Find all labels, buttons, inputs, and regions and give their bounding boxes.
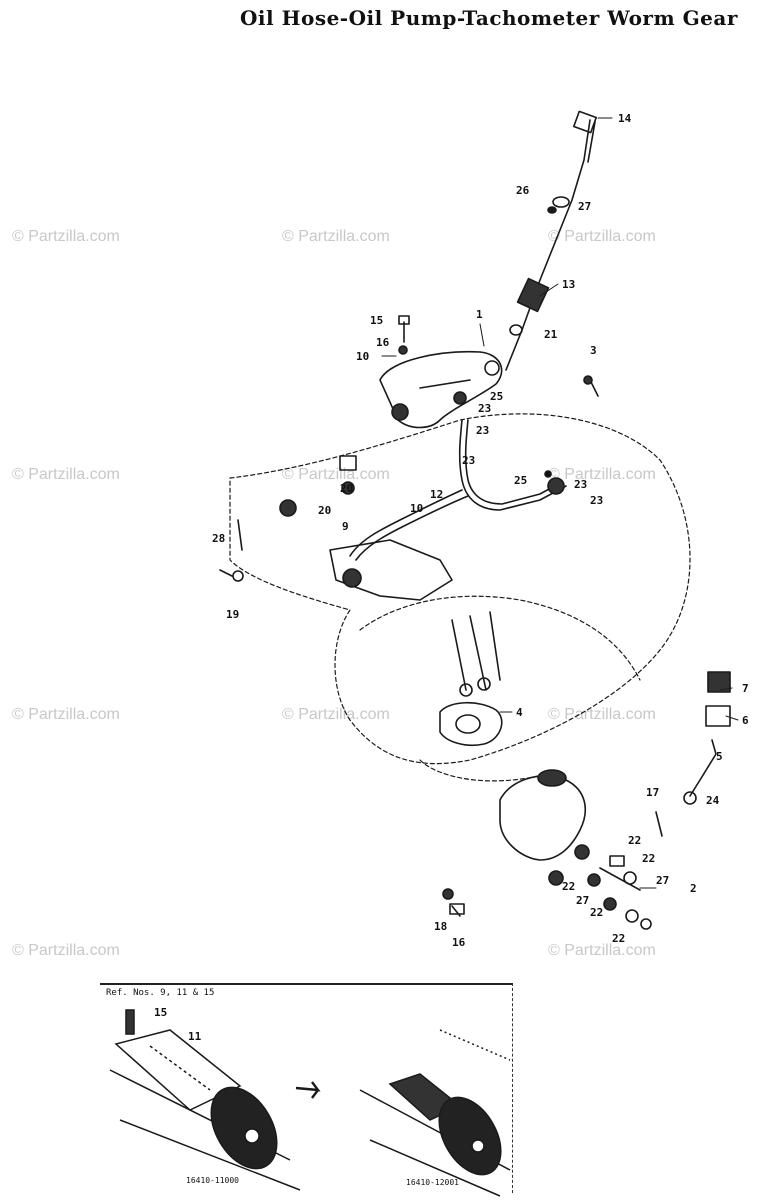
watermark: © Partzilla.com	[282, 466, 390, 483]
callout-15: 15	[370, 314, 383, 327]
callout-13: 13	[562, 278, 575, 291]
tachometer-gear	[683, 671, 731, 805]
bolt-15	[398, 315, 410, 355]
callout-20: 20	[340, 482, 353, 495]
callout-23: 23	[478, 402, 491, 415]
callout-24: 24	[706, 794, 720, 807]
inset-part-code-left: 16410-11000	[186, 1176, 239, 1185]
watermark: © Partzilla.com	[12, 942, 120, 959]
gasket	[439, 701, 503, 747]
callout-22: 22	[628, 834, 641, 847]
diagram-title: Oil Hose-Oil Pump-Tachometer Worm Gear	[240, 6, 738, 30]
callout-28: 28	[212, 532, 225, 545]
bolt-18	[442, 888, 465, 917]
callout-27: 27	[576, 894, 589, 907]
callout-9: 9	[342, 520, 349, 533]
inset-caption: Ref. Nos. 9, 11 & 15	[106, 988, 215, 998]
callout-27: 27	[578, 200, 591, 213]
callout-labels: 14 26 27 13 21 15 16 10 1 3 25 23 23 23 …	[154, 112, 749, 1043]
callout-22: 22	[590, 906, 603, 919]
callout-21: 21	[544, 328, 558, 341]
callout-26: 26	[516, 184, 530, 197]
callout-23: 23	[462, 454, 475, 467]
callout-11: 11	[188, 1030, 202, 1043]
callout-22: 22	[642, 852, 655, 865]
watermark: © Partzilla.com	[548, 466, 656, 483]
oil-pump	[499, 769, 590, 886]
callout-10: 10	[410, 502, 423, 515]
pump-bracket	[329, 539, 501, 697]
callout-17: 17	[646, 786, 659, 799]
callout-3: 3	[590, 344, 597, 357]
crankcase	[229, 413, 691, 782]
leader-lines	[381, 117, 739, 889]
inset-part-code-right: 16410-12001	[406, 1178, 459, 1187]
callout-16: 16	[376, 336, 390, 349]
callout-4: 4	[516, 706, 523, 719]
callout-23: 23	[476, 424, 489, 437]
callout-18: 18	[434, 920, 447, 933]
callout-7: 7	[742, 682, 749, 695]
watermark: © Partzilla.com	[548, 228, 656, 245]
callout-19: 19	[226, 608, 239, 621]
callout-25: 25	[514, 474, 527, 487]
callout-23: 23	[590, 494, 603, 507]
left-parts	[219, 455, 357, 582]
watermark: © Partzilla.com	[12, 466, 120, 483]
pump-fittings	[587, 811, 663, 930]
callout-14: 14	[618, 112, 632, 125]
callout-20: 20	[318, 504, 331, 517]
inset-frame	[100, 983, 513, 1193]
callout-12: 12	[430, 488, 443, 501]
callout-22: 22	[562, 880, 575, 893]
watermark: © Partzilla.com	[282, 228, 390, 245]
callout-25: 25	[490, 390, 503, 403]
watermark: © Partzilla.com	[12, 706, 120, 723]
callout-5: 5	[716, 750, 723, 763]
callout-2: 2	[690, 882, 697, 895]
callout-27: 27	[656, 874, 669, 887]
callout-22: 22	[612, 932, 625, 945]
watermark: © Partzilla.com	[282, 706, 390, 723]
callout-6: 6	[742, 714, 749, 727]
watermark: © Partzilla.com	[548, 942, 656, 959]
watermark: © Partzilla.com	[548, 706, 656, 723]
bolt-3	[583, 375, 599, 397]
callout-16: 16	[452, 936, 466, 949]
tachometer-cable	[505, 110, 597, 371]
oil-hose	[349, 391, 567, 561]
watermark: © Partzilla.com	[12, 228, 120, 245]
callout-1: 1	[476, 308, 483, 321]
callout-10: 10	[356, 350, 369, 363]
callout-23: 23	[574, 478, 587, 491]
cover-plate	[379, 350, 503, 429]
callout-15: 15	[154, 1006, 167, 1019]
inset-detail-drawing	[109, 1009, 511, 1197]
